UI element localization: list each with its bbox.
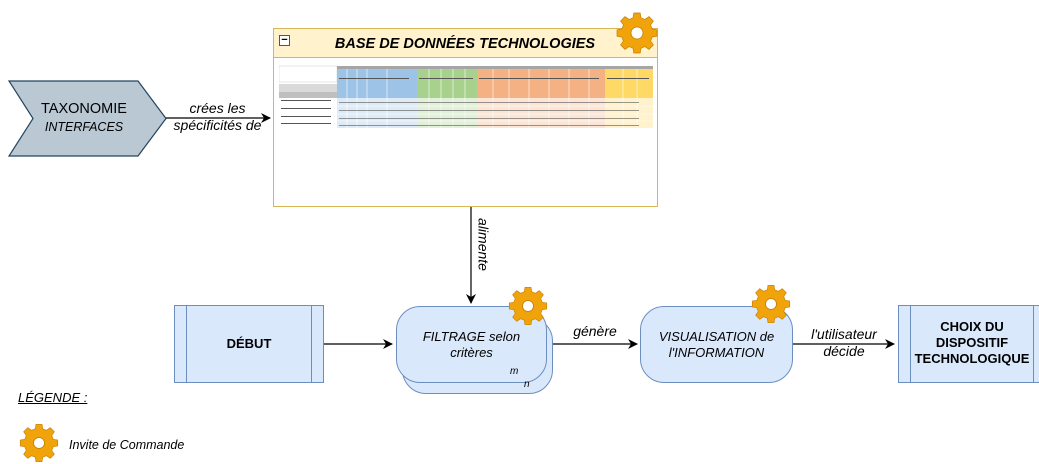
edge-label-cree-line2: spécificités de (173, 117, 262, 133)
choix-label-line3: TECHNOLOGIQUE (914, 351, 1030, 366)
filtrage-label-line1: FILTRAGE selon (422, 329, 521, 344)
debut-node[interactable] (174, 305, 324, 383)
gear-icon (508, 286, 548, 326)
choix-node[interactable] (898, 305, 1039, 383)
gear-icon (616, 12, 658, 54)
edge-label-decide-line1: l'utilisateur (811, 326, 877, 342)
multiplicity-m: m (510, 366, 519, 377)
edge-label-cree-line1: crées les (189, 100, 246, 116)
edge-label-decide-line2: décide (823, 343, 865, 359)
edge-label-genere: génère (573, 323, 617, 339)
database-header (273, 28, 658, 58)
choix-node-inner (910, 306, 1034, 382)
edge-label-alimente: alimente (475, 210, 492, 280)
edge-label-cree: crées les spécificités de (160, 100, 275, 134)
multiplicity-n: n (524, 379, 530, 390)
taxonomy-label: TAXONOMIE INTERFACES (28, 100, 140, 136)
gear-icon (19, 423, 59, 463)
database-table-thumbnail (279, 64, 653, 128)
choix-label: CHOIX DU DISPOSITIF TECHNOLOGIQUE (905, 319, 1039, 367)
filtrage-label: FILTRAGE selon critères (396, 329, 547, 361)
choix-label-line2: DISPOSITIF (935, 335, 1009, 350)
debut-node-inner (186, 306, 312, 382)
edge-label-alimente-text: alimente (475, 218, 492, 271)
taxonomy-title: TAXONOMIE (41, 101, 127, 117)
visualisation-label-line2: l'INFORMATION (668, 345, 765, 360)
choix-label-line1: CHOIX DU (940, 319, 1004, 334)
taxonomy-shape (8, 80, 167, 157)
taxonomy-subtitle: INTERFACES (44, 120, 124, 134)
filtrage-label-line2: critères (450, 345, 493, 360)
debut-label: DÉBUT (226, 336, 272, 351)
legend-title: LÉGENDE : (18, 390, 88, 405)
database-title: BASE DE DONNÉES TECHNOLOGIES (334, 36, 596, 52)
visualisation-label-line1: VISUALISATION de (658, 329, 775, 344)
edge-label-decide: l'utilisateur décide (800, 326, 888, 360)
legend-gear-label: Invite de Commande (69, 438, 185, 452)
collapse-icon[interactable]: − (279, 35, 290, 46)
visualisation-label: VISUALISATION de l'INFORMATION (640, 329, 793, 361)
gear-icon (751, 284, 791, 324)
